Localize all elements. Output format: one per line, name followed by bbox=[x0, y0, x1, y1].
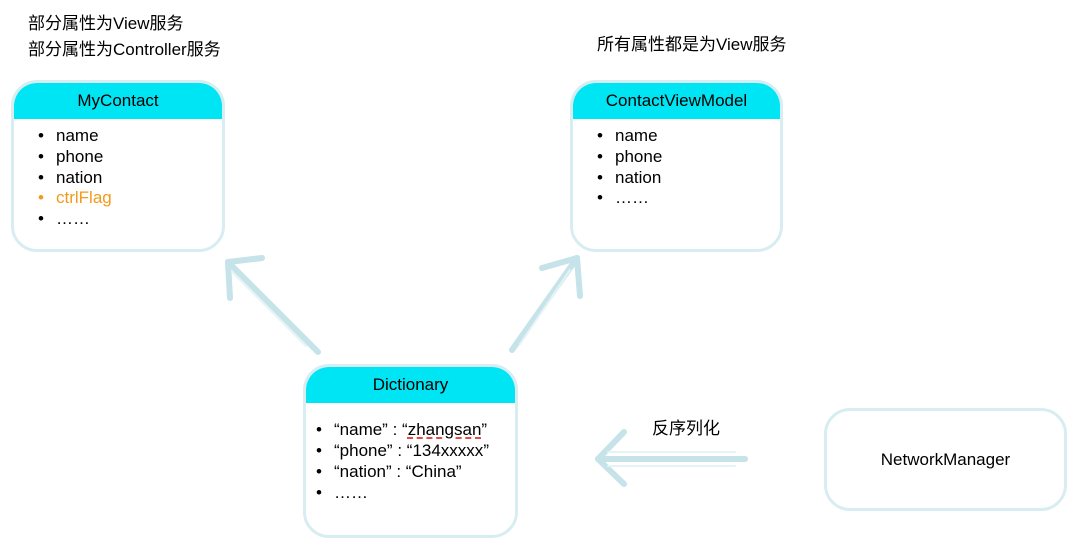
dictionary-card: Dictionary “name” : “zhangsan” “phone” :… bbox=[303, 364, 518, 538]
my-contact-item-ellipsis: …… bbox=[38, 209, 222, 230]
contact-view-model-title: ContactViewModel bbox=[573, 83, 780, 119]
dictionary-key: “phone” : “ bbox=[334, 441, 413, 460]
contact-view-model-item-name: name bbox=[597, 126, 780, 147]
my-contact-item-name: name bbox=[38, 126, 222, 147]
dictionary-quote: ” bbox=[483, 441, 489, 460]
dictionary-key: “nation” : “ bbox=[334, 462, 412, 481]
dictionary-value: China bbox=[411, 462, 456, 481]
my-contact-item-ctrlflag: ctrlFlag bbox=[38, 188, 222, 209]
my-contact-title: MyContact bbox=[14, 83, 222, 119]
contact-view-model-card: ContactViewModel name phone nation …… bbox=[570, 80, 783, 252]
dictionary-item-phone: “phone” : “134xxxxx” bbox=[316, 440, 515, 461]
dictionary-list: “name” : “zhangsan” “phone” : “134xxxxx”… bbox=[316, 419, 515, 503]
dictionary-key: …… bbox=[334, 483, 368, 502]
contact-view-model-item-ellipsis: …… bbox=[597, 188, 780, 209]
dictionary-quote: ” bbox=[455, 462, 462, 481]
dictionary-title: Dictionary bbox=[306, 367, 515, 403]
contact-view-model-item-phone: phone bbox=[597, 147, 780, 168]
my-contact-note-line1: 部分属性为View服务 bbox=[28, 14, 184, 33]
dictionary-item-name: “name” : “zhangsan” bbox=[316, 419, 515, 440]
dictionary-item-nation: “nation” : “China” bbox=[316, 461, 515, 482]
dictionary-item-ellipsis: …… bbox=[316, 482, 515, 503]
network-manager-label: NetworkManager bbox=[880, 449, 1011, 469]
arrow-networkmanager-to-dictionary bbox=[595, 429, 748, 487]
dictionary-value: zhangsan bbox=[407, 420, 482, 439]
arrow-dictionary-to-mycontact bbox=[225, 255, 321, 355]
my-contact-item-nation: nation bbox=[38, 168, 222, 189]
dictionary-key: “name” : “ bbox=[334, 420, 408, 439]
my-contact-note-line2: 部分属性为Controller服务 bbox=[28, 40, 221, 59]
dictionary-value: 134xxxxx bbox=[412, 441, 484, 460]
contact-view-model-list: name phone nation …… bbox=[597, 126, 780, 209]
my-contact-item-phone: phone bbox=[38, 147, 222, 168]
network-manager-box: NetworkManager bbox=[824, 408, 1067, 511]
arrow-dictionary-to-viewmodel bbox=[509, 255, 583, 353]
my-contact-card: MyContact name phone nation ctrlFlag …… bbox=[11, 80, 225, 252]
my-contact-list: name phone nation ctrlFlag …… bbox=[38, 126, 222, 230]
deserialize-label: 反序列化 bbox=[652, 419, 720, 438]
view-model-note: 所有属性都是为View服务 bbox=[597, 35, 787, 54]
dictionary-quote: ” bbox=[481, 420, 488, 439]
contact-view-model-item-nation: nation bbox=[597, 168, 780, 189]
